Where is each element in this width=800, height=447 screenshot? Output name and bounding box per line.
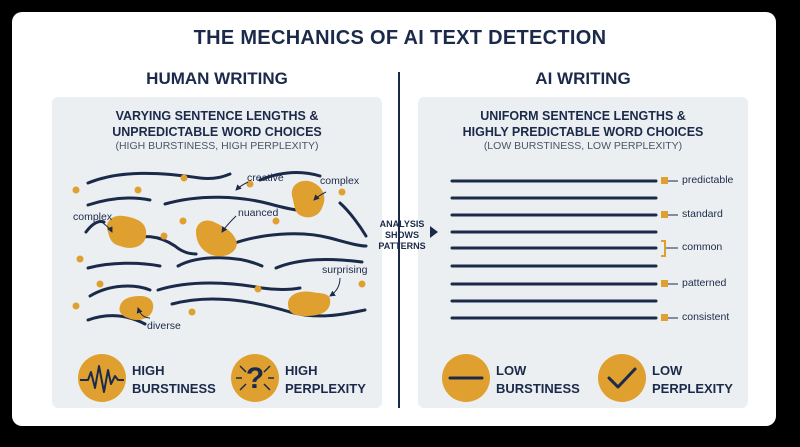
word-common: common (682, 241, 723, 253)
human-line (88, 284, 152, 298)
word-nuanced: nuanced (238, 207, 279, 219)
human-line (230, 232, 368, 248)
metric-line2: PERPLEXITY (652, 381, 733, 396)
gold-dot (96, 280, 104, 288)
callout-arrow (329, 277, 341, 297)
human-line (86, 314, 147, 326)
ai-subtitle: (LOW BURSTINESS, LOW PERPLEXITY) (483, 140, 683, 152)
gold-dot (76, 255, 84, 263)
question-maze-icon: ? (231, 354, 279, 402)
human-callout-arrows (101, 181, 341, 319)
marker-square (661, 280, 668, 287)
highlight-blob (106, 215, 147, 248)
highlight-blob (119, 296, 154, 320)
highlight-blob (288, 291, 331, 316)
gold-dot (179, 217, 187, 225)
flat-line-icon (442, 354, 490, 402)
word-complex-left: complex (73, 211, 113, 223)
analysis-line2: SHOWS (384, 230, 419, 240)
metric-low-burstiness: LOW BURSTINESS (496, 362, 580, 398)
metric-line1: LOW (496, 363, 527, 378)
callout-arrow (136, 307, 151, 319)
waveform-icon (78, 354, 126, 402)
human-line (258, 171, 322, 182)
gold-dot (272, 217, 280, 225)
ai-writing-heading: AI WRITING (535, 69, 631, 88)
checkmark-icon (598, 354, 646, 402)
human-line (86, 261, 162, 270)
callout-arrow (101, 221, 113, 233)
human-subtitle: (HIGH BURSTINESS, HIGH PERPLEXITY) (115, 140, 319, 152)
human-writing-heading: HUMAN WRITING (146, 69, 288, 88)
analysis-label: ANALYSIS SHOWS PATTERNS (370, 219, 434, 252)
gold-dot (246, 180, 254, 188)
human-word-highlights (72, 174, 366, 320)
metric-high-perplexity: HIGH PERPLEXITY (285, 362, 366, 398)
gold-dot (358, 280, 366, 288)
gold-dot (254, 285, 262, 293)
play-arrow-icon (430, 226, 438, 238)
metric-line2: BURSTINESS (132, 381, 216, 396)
word-complex-right: complex (320, 175, 360, 187)
human-line (176, 256, 264, 268)
marker-square (661, 211, 668, 218)
human-description-line2: UNPREDICTABLE WORD CHOICES (112, 125, 322, 139)
marker-square (661, 314, 668, 321)
human-description: VARYING SENTENCE LENGTHS & UNPREDICTABLE… (52, 108, 382, 140)
gold-dot (134, 186, 142, 194)
gold-dot (188, 308, 196, 316)
word-surprising: surprising (322, 264, 368, 276)
metric-line1: LOW (652, 363, 683, 378)
highlight-blob (291, 180, 325, 218)
analysis-line3: PATTERNS (378, 241, 426, 251)
analysis-line1: ANALYSIS (379, 219, 425, 229)
human-line (156, 281, 302, 292)
word-patterned: patterned (682, 277, 727, 289)
highlight-blob (196, 220, 237, 257)
svg-text:?: ? (246, 362, 264, 395)
gold-dot (72, 302, 80, 310)
metric-low-perplexity: LOW PERPLEXITY (652, 362, 733, 398)
gold-dot (160, 232, 168, 240)
bracket-marker (661, 240, 666, 257)
human-line (84, 220, 106, 234)
gold-dot (180, 174, 188, 182)
ai-description-line1: UNIFORM SENTENCE LENGTHS & (480, 109, 686, 123)
human-line (170, 297, 367, 318)
page-title: THE MECHANICS OF AI TEXT DETECTION (193, 27, 607, 49)
metric-line1: HIGH (285, 363, 318, 378)
word-diverse: diverse (147, 320, 181, 332)
metric-line1: HIGH (132, 363, 165, 378)
human-line (86, 171, 232, 185)
ai-sentence-lines (450, 179, 658, 320)
word-standard: standard (682, 208, 723, 220)
ai-word-markers (661, 177, 678, 321)
callout-arrow (235, 181, 249, 191)
gold-dot (338, 188, 346, 196)
human-line (274, 258, 364, 270)
marker-square (661, 177, 668, 184)
callout-arrow (221, 215, 237, 233)
word-consistent: consistent (682, 311, 730, 323)
ai-description: UNIFORM SENTENCE LENGTHS & HIGHLY PREDIC… (418, 108, 748, 140)
human-line (86, 196, 152, 207)
word-predictable: predictable (682, 174, 734, 186)
human-description-line1: VARYING SENTENCE LENGTHS & (115, 109, 319, 123)
gold-dot (72, 186, 80, 194)
center-divider (398, 72, 400, 408)
metric-line2: PERPLEXITY (285, 381, 366, 396)
word-creative: creative (247, 172, 284, 184)
metric-high-burstiness: HIGH BURSTINESS (132, 362, 216, 398)
callout-arrow (313, 191, 327, 201)
metric-line2: BURSTINESS (496, 381, 580, 396)
human-line (338, 201, 368, 238)
ai-description-line2: HIGHLY PREDICTABLE WORD CHOICES (462, 125, 704, 139)
